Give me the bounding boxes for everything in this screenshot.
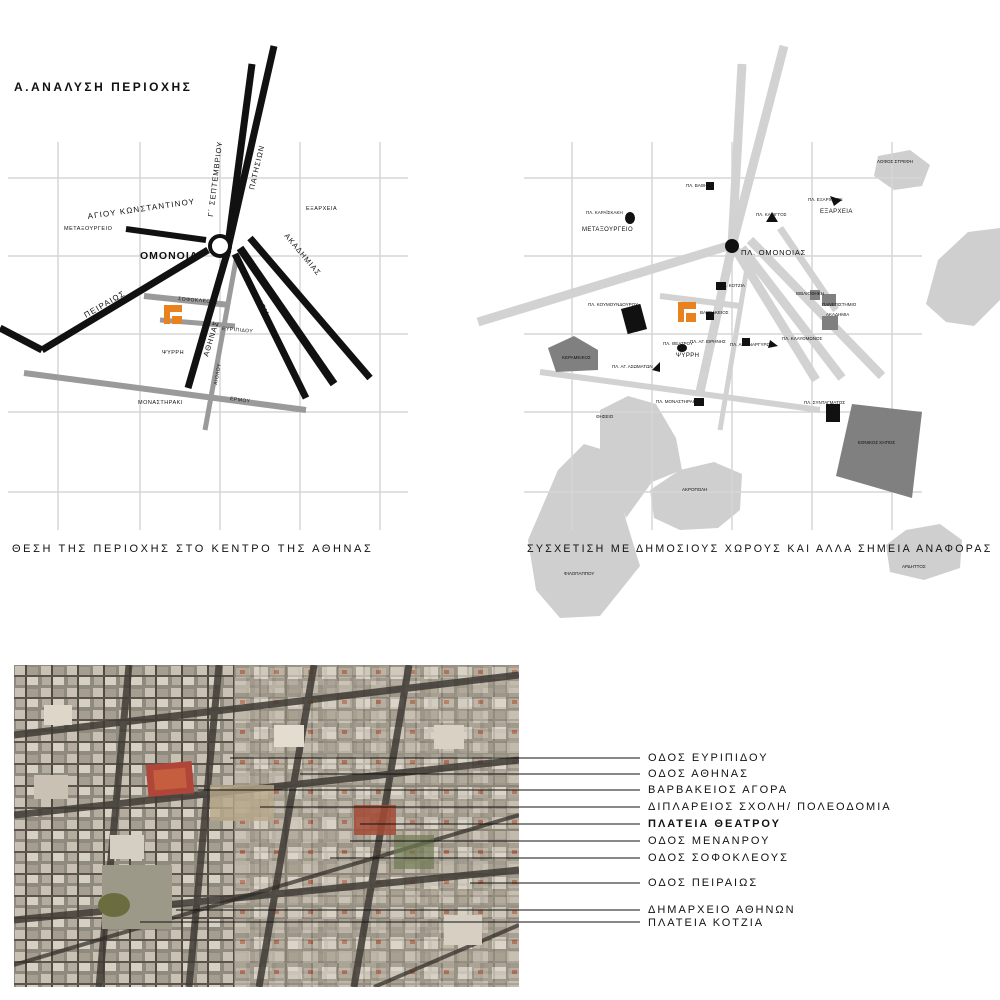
roads-faded [476,44,886,431]
legend-item: ΟΔΟΣ ΜΕΝΑΝΡΟΥ [648,835,771,847]
akropoli-area [650,462,742,530]
street-label-aiolou: ΑΙΟΛΟΥ [213,363,223,386]
legend-item: ΠΛΑΤΕΙΑ ΚΟΤΖΙΑ [648,917,765,929]
omonoia-label: ΟΜΟΝΟΙΑ [140,250,198,262]
label-vathi: ΠΛ. ΒΑΘΗΣ [686,183,710,188]
filopappou-area [528,444,640,618]
label-ag-anargyron: ΠΛ. ΑΓ. ΑΝΑΡΓΥΡΩΝ [730,342,773,347]
label-filopappou: ΦΙΛΟΠΑΠΠΟΥ [564,571,594,576]
reference-map: ΠΛ. ΟΜΟΝΟΙΑΣ ΜΕΤΑΞΟΥΡΓΕΙΟ ΕΞΑΡΧΕΙΑ ΨΥΡΡΗ… [476,44,1000,618]
label-ethnikos-kipos: ΕΘΝΙΚΟΣ ΚΗΠΟΣ [858,440,895,445]
kerameikos-block [548,336,598,372]
place-label-psyrri: ΨΥΡΡΗ [162,350,184,356]
legend-item: ΠΛΑΤΕΙΑ ΘΕΑΤΡΟΥ [648,818,781,830]
label-ag-eirinis: ΠΛ. ΑΓ. ΕΙΡΗΝΗΣ [690,339,726,344]
label-thiseio: ΘΗΣΕΙΟ [596,414,614,419]
label-panepistimio: ΠΑΝΕΠΙΣΤΗΜΙΟ [822,302,857,307]
right-map-caption: ΣΥΣΧΕΤΙΣΗ ΜΕ ΔΗΜΟΣΙΟΥΣ ΧΩΡΟΥΣ ΚΑΙ ΑΛΛΑ Σ… [527,543,993,555]
street-label-sofokleous: ΣΟΦΟΚΛΕΟΥΣ [178,296,218,305]
lycabettus-area [926,228,1000,326]
label-koumoundourou: ΠΛ. ΚΟΥΜΟΥΝΔΟΥΡΟΥ [588,302,638,307]
aerial-photo [14,665,519,987]
label-lofos-strefi: ΛΟΦΟΣ ΣΤΡΕΦΗ [877,159,913,164]
legend-item: ΔΙΠΛΑΡΕΙΟΣ ΣΧΟΛΗ/ ΠΟΛΕΟΔΟΜΙΑ [648,801,892,813]
thiseio-area [600,396,682,518]
label-akropoli: ΑΚΡΟΠΟΛΗ [682,487,707,492]
label-kerameikos: ΚΕΡΑΜΕΙΚΟΣ [562,355,591,360]
page-title: Α.ΑΝΑΛΥΣΗ ΠΕΡΙΟΧΗΣ [14,80,193,94]
omonoia-roundabout [208,234,232,258]
label-ag-asomaton: ΠΛ. ΑΓ. ΑΣΩΜΑΤΩΝ [612,364,653,369]
place-label-monastiraki: ΜΟΝΑΣΤΗΡΑΚΙ [138,400,183,406]
label-kotzia: ΠΛ. ΚΟΤΖΙΑ [720,283,745,288]
legend-item: ΔΗΜΑΡΧΕΙΟ ΑΘΗΝΩΝ [648,904,796,916]
label-kaniggos: ΠΛ. ΚΑΝΙΓΓΟΣ [756,212,787,217]
label-vivliothiki: ΒΙΒΛΙΟΘΗΚΗ [796,291,824,296]
label-omonoia: ΠΛ. ΟΜΟΝΟΙΑΣ [741,248,806,257]
label-psyrri: ΨΥΡΡΗ [676,353,699,359]
major-roads [0,45,373,400]
ethnikos-kipos-block [836,404,922,498]
site-marker [678,302,696,322]
landmark-blocks [548,182,922,498]
ardittos-area [886,524,962,580]
public-spaces [528,150,1000,618]
lofos-strefi-area [874,150,930,190]
legend-item: ΟΔΟΣ ΕΥΡΙΠΙΔΟΥ [648,752,769,764]
label-klafthmonos: ΠΛ. ΚΛΑΥΘΜΩΝΟΣ [782,336,823,341]
location-map: ΟΜΟΝΟΙΑ ΑΓΙΟΥ ΚΩΝΣΤΑΝΤΙΝΟΥ Γ΄ ΣΕΠΤΕΜΒΡΙΟ… [0,45,408,530]
label-monastirakiou: ΠΛ. ΜΟΝΑΣΤΗΡΑΚΙΟΥ [656,399,703,404]
site-marker [164,305,182,324]
legend-item: ΟΔΟΣ ΠΕΙΡΑΙΩΣ [648,877,759,889]
legend-item: ΒΑΡΒΑΚΕΙΟΣ ΑΓΟΡΑ [648,784,789,796]
left-map-caption: ΘΕΣΗ ΤΗΣ ΠΕΡΙΟΧΗΣ ΣΤΟ ΚΕΝΤΡΟ ΤΗΣ ΑΘΗΝΑΣ [12,543,374,555]
label-exarcheion: ΠΛ. ΕΞΑΡΧΕΙΩΝ [808,197,843,202]
legend-item: ΟΔΟΣ ΣΟΦΟΚΛΕΟΥΣ [648,852,789,864]
label-akadimia: ΑΚΑΔΗΜΙΑ [826,312,849,317]
legend-item: ΟΔΟΣ ΑΘΗΝΑΣ [648,768,749,780]
label-metaxourgeio: ΜΕΤΑΞΟΥΡΓΕΙΟ [582,227,633,233]
label-exarcheia: ΕΞΑΡΧΕΙΑ [820,209,853,215]
label-varvakeios: ΒΑΡΒΑΚΕΙΟΣ [700,310,729,315]
omonoia-dot [725,239,739,253]
label-karaiskaki: ΠΛ. ΚΑΡΑΪΣΚΑΚΗ [586,209,623,215]
label-ardittos: ΑΡΔΗΤΤΟΣ [902,564,926,569]
label-syntagmatos: ΠΛ. ΣΥΝΤΑΓΜΑΤΟΣ [804,400,845,405]
street-label-ermou: ΕΡΜΟΥ [230,396,251,405]
place-label-exarcheia: ΕΞΑΡΧΕΙΑ [306,206,337,212]
place-label-metaxourgeio: ΜΕΤΑΞΟΥΡΓΕΙΟ [64,226,113,232]
street-label-evripidou: ΕΥΡΙΠΙΔΟΥ [222,326,254,335]
label-theatrou: ΠΛ. ΘΕΑΤΡΟΥ [663,341,693,346]
